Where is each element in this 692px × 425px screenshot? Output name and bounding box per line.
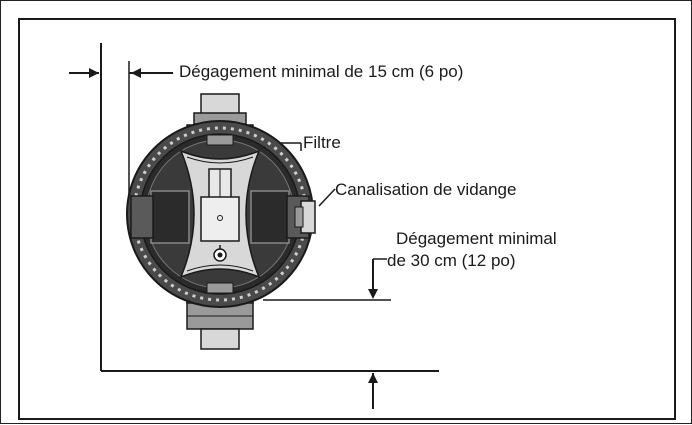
inner-border <box>18 18 676 420</box>
up-arrow-head <box>368 373 378 383</box>
right-arrow-head <box>131 68 141 78</box>
label-bottom-clearance-line1: Dégagement minimal <box>396 229 557 248</box>
drain-leader <box>318 188 336 207</box>
down-arrow-head <box>368 289 378 299</box>
label-side-clearance: Dégagement minimal de 15 cm (6 po) <box>179 62 464 81</box>
filter-illustration <box>126 93 316 350</box>
label-filter: Filtre <box>303 133 341 152</box>
left-arrow-head <box>89 68 99 78</box>
label-drain-line: Canalisation de vidange <box>335 180 517 199</box>
label-bottom-clearance-line2: de 30 cm (12 po) <box>387 251 516 270</box>
